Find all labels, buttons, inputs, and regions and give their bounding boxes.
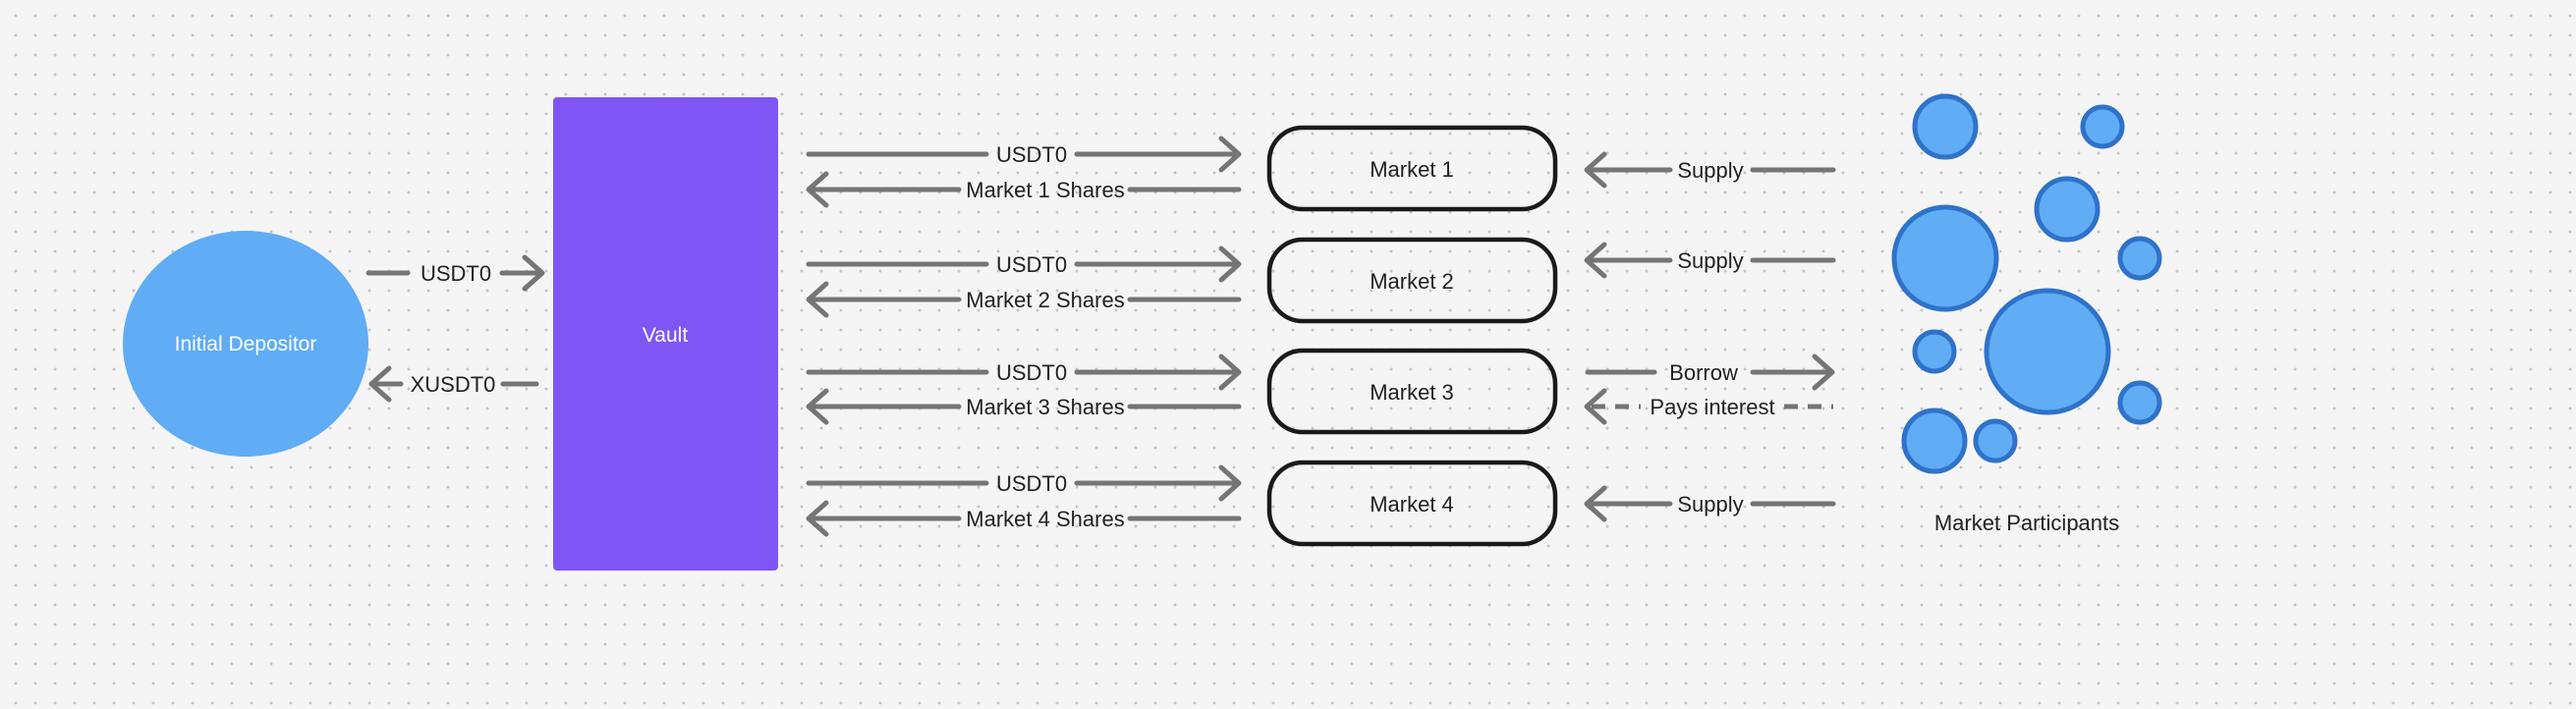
participant-circle [2080,104,2125,149]
market-2-box [1266,237,1558,324]
participant-circle [1901,408,1968,474]
market-1-shares-label: Market 1 Shares [966,178,1124,202]
market-4-shares-arrow: Market 4 Shares [806,500,1242,537]
market-3-deposit-arrow: USDT0 [806,354,1242,391]
market-4-supply-arrow: Supply [1584,485,1836,522]
depositor-to-vault-arrow: USDT0 [365,254,545,292]
participant-circle [2117,380,2162,425]
participant-circle [1984,288,2111,415]
market-2-shares-label: Market 2 Shares [966,288,1124,312]
market-1-supply-arrow: Supply [1584,151,1836,189]
market-3-row: USDT0 Market 3 Shares Market 3 Borrow Pa… [806,348,1835,435]
market-3-interest-label: Pays interest [1650,395,1774,419]
market-3-borrow-label: Borrow [1669,360,1738,385]
market-1-deposit-arrow: USDT0 [806,136,1242,173]
market-2-node[interactable]: Market 2 [1266,237,1558,324]
market-4-deposit-arrow: USDT0 [806,464,1242,502]
participant-circle [2117,236,2162,281]
market-1-shares-arrow: Market 1 Shares [806,171,1242,208]
market-3-shares-arrow: Market 3 Shares [806,388,1242,425]
market-2-row: USDT0 Market 2 Shares Market 2 Supply [806,237,1836,324]
market-1-deposit-label: USDT0 [996,142,1067,167]
market-4-row: USDT0 Market 4 Shares Market 4 Supply [806,460,1836,547]
market-1-supply-label: Supply [1677,158,1743,183]
market-4-shares-label: Market 4 Shares [966,507,1124,531]
market-participants-cluster[interactable]: Market Participants [1891,93,2162,535]
market-3-label: Market 3 [1370,380,1454,405]
market-1-node[interactable]: Market 1 [1266,125,1558,212]
market-3-deposit-label: USDT0 [996,360,1067,385]
participant-circle [2034,176,2100,243]
market-4-supply-label: Supply [1677,492,1743,517]
market-2-supply-label: Supply [1677,248,1743,273]
depositor-in-label: USDT0 [420,261,491,286]
vault-label: Vault [643,324,688,347]
market-3-node[interactable]: Market 3 [1266,348,1558,435]
market-1-box [1266,125,1558,212]
market-3-interest-arrow: Pays interest [1584,388,1833,425]
initial-depositor-node[interactable]: Initial Depositor [123,231,368,457]
market-1-row: USDT0 Market 1 Shares Market 1 Supply [806,125,1836,212]
participant-circle [1891,204,1999,312]
participant-circle [1912,93,1979,160]
market-3-shares-label: Market 3 Shares [966,395,1124,419]
initial-depositor-shape [123,231,368,457]
depositor-out-label: XUSDT0 [411,372,496,397]
participant-circle [1973,418,2018,464]
market-2-supply-arrow: Supply [1584,242,1836,279]
market-1-label: Market 1 [1370,157,1454,182]
market-4-deposit-label: USDT0 [996,471,1067,496]
market-2-shares-arrow: Market 2 Shares [806,281,1242,318]
market-3-box [1266,348,1558,435]
market-4-box [1266,460,1558,547]
market-2-label: Market 2 [1370,269,1454,294]
market-participants-label: Market Participants [1934,511,2119,535]
market-4-node[interactable]: Market 4 [1266,460,1558,547]
vault-shape [553,97,778,571]
market-2-deposit-arrow: USDT0 [806,245,1242,283]
vault-node[interactable]: Vault [553,97,778,571]
market-2-deposit-label: USDT0 [996,252,1067,277]
vault-to-depositor-arrow: XUSDT0 [368,365,539,403]
market-3-borrow-arrow: Borrow [1585,354,1835,391]
initial-depositor-label: Initial Depositor [175,333,317,355]
market-4-label: Market 4 [1370,492,1454,517]
participant-circle [1912,329,1957,374]
